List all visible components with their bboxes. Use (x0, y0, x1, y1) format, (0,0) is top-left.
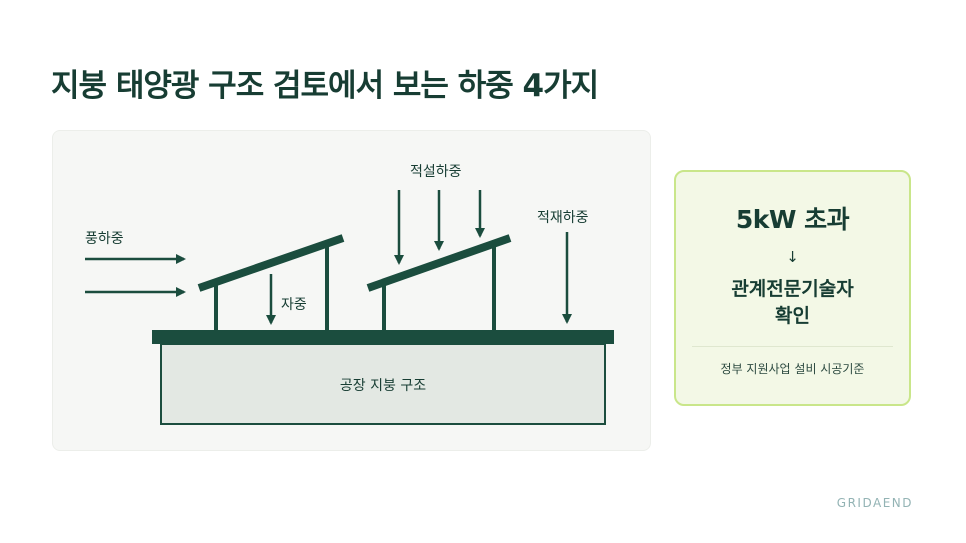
callout-divider (692, 346, 893, 347)
load-diagram: 공장 지붕 구조 풍하중 자중 적설하중 적재하중 (85, 164, 614, 425)
brand-logo-text: GRIDAEND (836, 496, 913, 510)
stacked-load-label: 적재하중 (537, 210, 589, 226)
structure-label: 공장 지붕 구조 (340, 378, 426, 394)
snow-load-label: 적설하중 (410, 164, 462, 180)
requirement-text: 관계전문기술자 확인 (731, 278, 854, 327)
roof-slab (152, 330, 614, 344)
capacity-condition: 5kW 초과 (735, 205, 850, 234)
dead-load-label: 자중 (281, 297, 307, 313)
solar-panel-right (366, 234, 512, 330)
down-arrow-icon: ↓ (786, 248, 799, 266)
source-note: 정부 지원사업 설비 시공기준 (720, 362, 865, 376)
load-diagram-card: 공장 지붕 구조 풍하중 자중 적설하중 적재하중 (52, 130, 651, 451)
solar-panel-left (197, 234, 345, 330)
page-title: 지붕 태양광 구조 검토에서 보는 하중 4가지 (51, 68, 599, 104)
wind-load-label: 풍하중 (85, 231, 124, 247)
factory-roof-structure (160, 343, 606, 425)
requirement-callout: 5kW 초과 ↓ 관계전문기술자 확인 정부 지원사업 설비 시공기준 (674, 170, 911, 406)
